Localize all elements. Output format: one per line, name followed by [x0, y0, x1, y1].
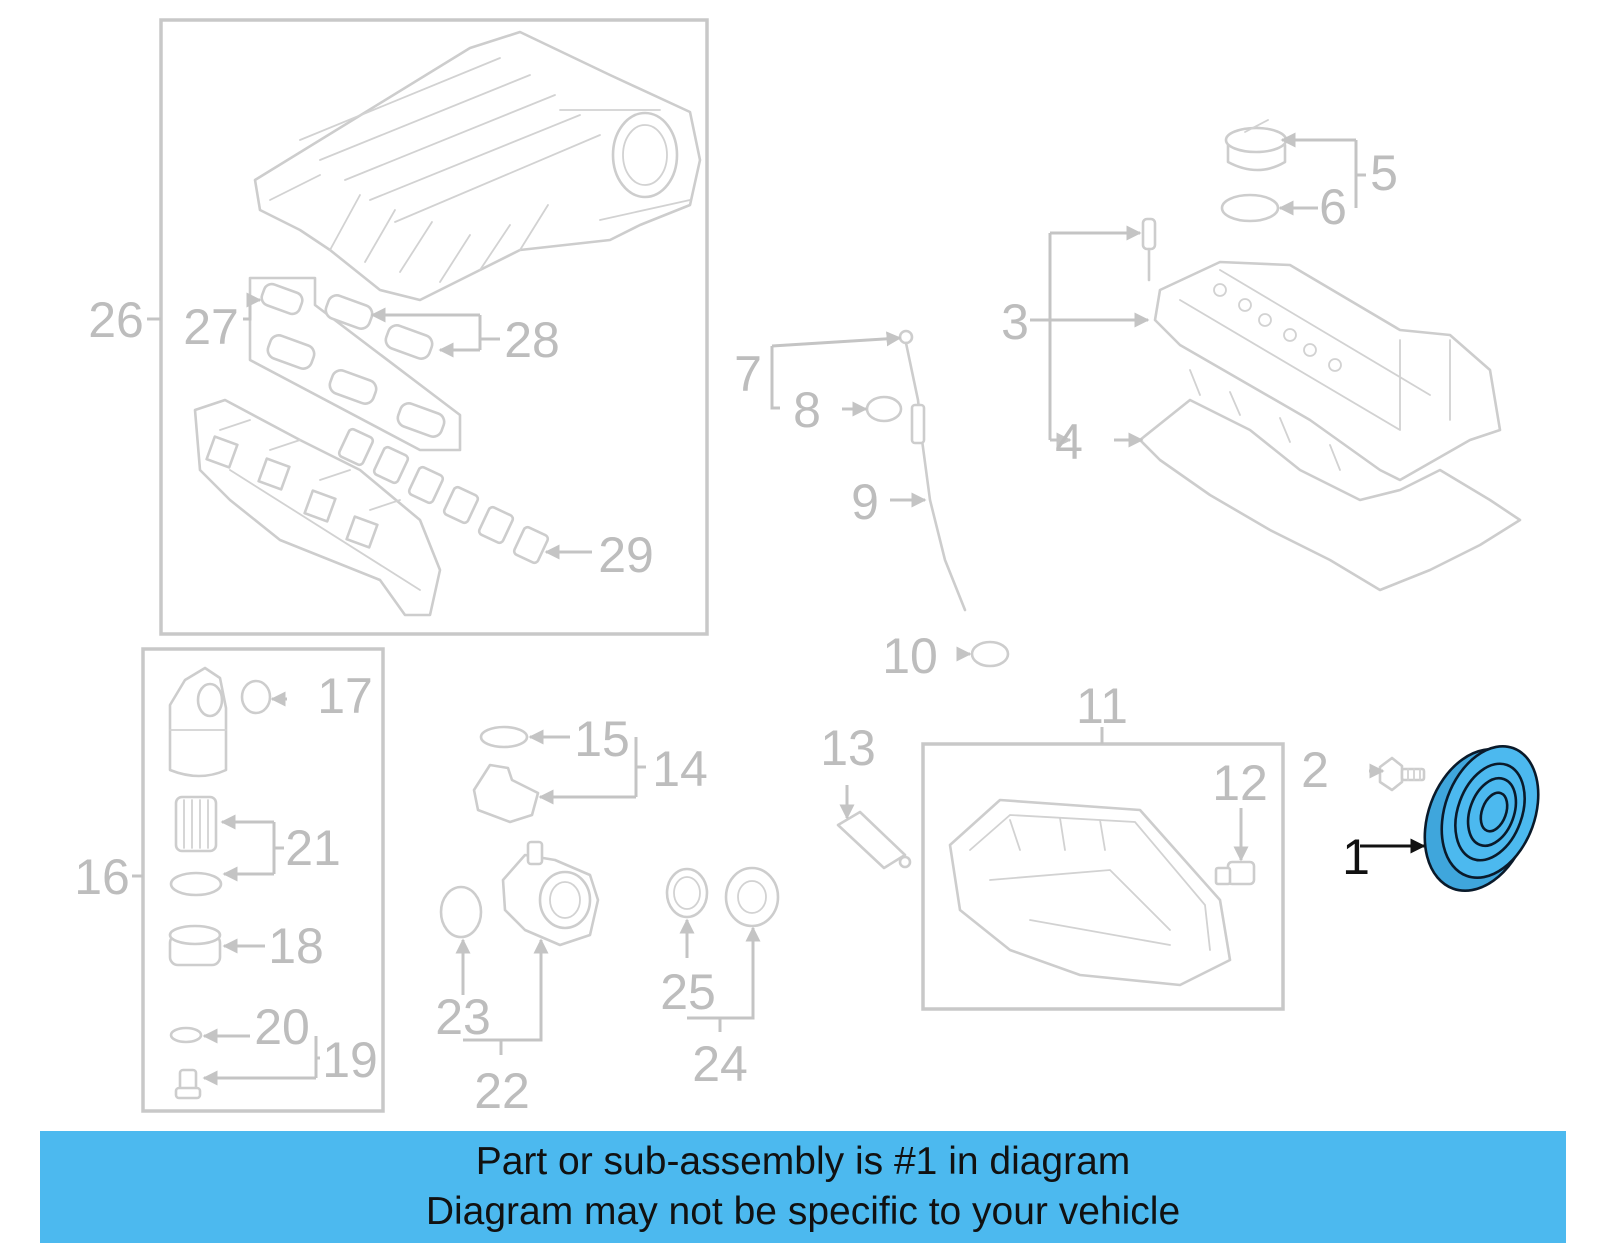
callout-labels: 1 2 3 4 5 6 7 8 9 10 11 12 13 14 15 16 1…	[74, 145, 1398, 1119]
leader-lines	[132, 132, 1426, 1086]
tube-oring-drawing	[970, 640, 1010, 668]
callout-14: 14	[652, 741, 708, 797]
dipstick-oring-drawing	[865, 395, 903, 423]
callout-12: 12	[1212, 755, 1268, 811]
callout-25: 25	[660, 964, 716, 1020]
callout-11: 11	[1076, 678, 1128, 734]
callout-15: 15	[574, 711, 630, 767]
intake-manifold-group-box	[159, 18, 709, 636]
callout-23: 23	[435, 989, 491, 1045]
filter-oring-drawing	[169, 871, 223, 897]
oil-filter-element-drawing	[174, 795, 218, 853]
lower-intake-drawing	[193, 398, 442, 617]
callout-24: 24	[692, 1036, 748, 1092]
dipstick-drawing	[898, 329, 967, 612]
callout-2: 2	[1301, 742, 1329, 798]
drain-screw-drawing	[174, 1068, 202, 1100]
valve-cover-drawing	[1153, 260, 1502, 482]
housing-seal-drawing	[240, 679, 272, 715]
crankshaft-pulley-highlighted	[1423, 744, 1540, 892]
filler-cap-seal-drawing	[1220, 193, 1280, 223]
cooler-adapter-drawing	[472, 763, 540, 824]
callout-1: 1	[1342, 829, 1370, 885]
intake-manifold-drawing	[253, 30, 702, 302]
cooler-seal-drawing	[479, 725, 529, 749]
callout-27: 27	[183, 299, 239, 355]
callout-4: 4	[1055, 414, 1083, 470]
callout-21: 21	[285, 820, 341, 876]
callout-18: 18	[268, 918, 324, 974]
callout-10: 10	[882, 628, 938, 684]
caption-line-2: Diagram may not be specific to your vehi…	[425, 1190, 1181, 1233]
callout-6: 6	[1319, 179, 1347, 235]
valve-cover-gasket-drawing	[1138, 398, 1522, 592]
callout-16: 16	[74, 849, 130, 905]
oil-pan-drawing	[948, 798, 1232, 987]
callout-26: 26	[88, 292, 144, 348]
callout-28: 28	[504, 312, 560, 368]
oil-seal-drawing	[724, 866, 780, 928]
drain-oring-drawing	[169, 1026, 203, 1044]
seal-ring-drawing	[665, 867, 709, 919]
pulley-bolt-drawing	[1378, 756, 1426, 792]
oil-filter-group-box	[141, 647, 385, 1113]
caption-banner: Part or sub-assembly is #1 in diagram Di…	[40, 1131, 1566, 1243]
cooler-gasket-drawing	[439, 885, 483, 939]
callout-9: 9	[851, 474, 879, 530]
oil-filler-cap-drawing	[1224, 119, 1288, 172]
callout-17: 17	[317, 668, 373, 724]
callout-5: 5	[1370, 145, 1398, 201]
callout-13: 13	[820, 720, 876, 776]
callout-8: 8	[793, 382, 821, 438]
callout-29: 29	[598, 527, 654, 583]
port-gaskets-drawing	[337, 427, 550, 565]
filter-housing-drawing	[168, 666, 228, 778]
oil-cooler-drawing	[501, 840, 600, 947]
callout-20: 20	[254, 999, 310, 1055]
sensor-drawing	[1141, 217, 1157, 282]
callout-22: 22	[474, 1063, 530, 1119]
callout-19: 19	[322, 1032, 378, 1088]
callout-3: 3	[1001, 294, 1029, 350]
filter-cap-drawing	[168, 924, 222, 967]
callout-7: 7	[734, 346, 762, 402]
baffle-drawing	[836, 810, 912, 870]
drain-plug-drawing	[1214, 860, 1256, 886]
caption-line-1: Part or sub-assembly is #1 in diagram	[475, 1140, 1131, 1183]
gasket-set-drawing	[248, 276, 462, 452]
